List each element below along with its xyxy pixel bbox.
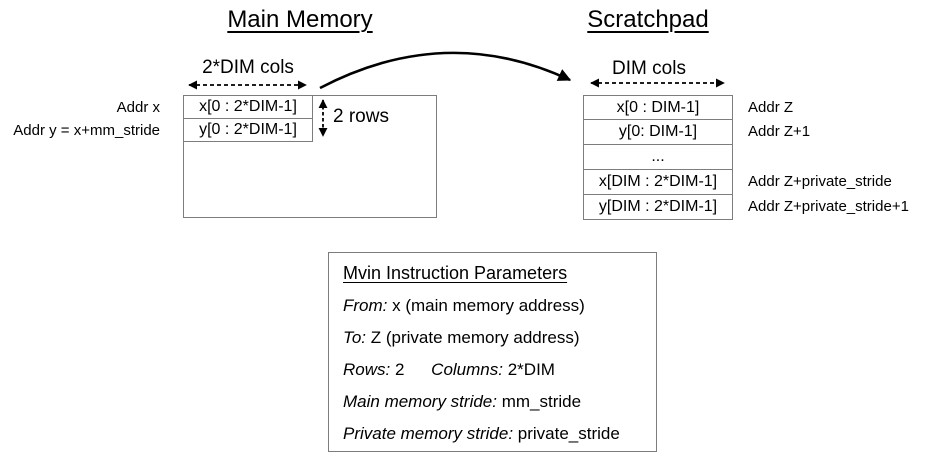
transfer-arrow xyxy=(319,51,572,90)
addr-label-z-stride: Addr Z+private_stride xyxy=(748,173,892,190)
param-value-rows: 2 xyxy=(394,360,405,379)
scratchpad-title: Scratchpad xyxy=(587,6,709,33)
mvin-params-title: Mvin Instruction Parameters xyxy=(343,263,568,283)
param-line-from: From: x (main memory address) xyxy=(343,296,642,316)
addr-label-x: Addr x xyxy=(116,99,160,116)
param-line-mm-stride: Main memory stride: mm_stride xyxy=(343,392,642,412)
param-value-mm-stride: mm_stride xyxy=(501,392,582,411)
main-memory-title: Main Memory xyxy=(227,6,373,33)
sp-cols-label: DIM cols xyxy=(612,58,686,79)
main-memory-cells: x[0 : 2*DIM-1] y[0 : 2*DIM-1] xyxy=(183,95,313,142)
param-key-columns: Columns: xyxy=(431,360,503,379)
param-key-to: To: xyxy=(343,328,367,347)
param-key-private-stride: Private memory stride: xyxy=(343,424,514,443)
addr-label-z-stride1: Addr Z+private_stride+1 xyxy=(748,198,909,215)
param-key-mm-stride: Main memory stride: xyxy=(343,392,497,411)
scratchpad-row: x[DIM : 2*DIM-1] xyxy=(583,170,733,195)
scratchpad-table: x[0 : DIM-1] y[0: DIM-1] ... x[DIM : 2*D… xyxy=(583,95,733,220)
mm-rows-label: 2 rows xyxy=(333,106,389,127)
scratchpad-row: ... xyxy=(583,145,733,170)
scratchpad-row: y[0: DIM-1] xyxy=(583,120,733,145)
mm-cell-x: x[0 : 2*DIM-1] xyxy=(183,95,313,119)
addr-label-z1: Addr Z+1 xyxy=(748,123,811,140)
param-value-private-stride: private_stride xyxy=(517,424,620,443)
mm-cell-y: y[0 : 2*DIM-1] xyxy=(183,118,313,142)
param-line-private-stride: Private memory stride: private_stride xyxy=(343,424,642,444)
addr-label-y: Addr y = x+mm_stride xyxy=(13,122,160,139)
param-key-rows: Rows: xyxy=(343,360,391,379)
scratchpad-row: y[DIM : 2*DIM-1] xyxy=(583,195,733,220)
param-line-rows-cols: Rows: 2 Columns: 2*DIM xyxy=(343,360,642,380)
param-value-columns: 2*DIM xyxy=(507,360,555,379)
addr-label-z: Addr Z xyxy=(748,99,794,116)
scratchpad-row: x[0 : DIM-1] xyxy=(583,95,733,120)
param-value-to: Z (private memory address) xyxy=(370,328,580,347)
param-line-to: To: Z (private memory address) xyxy=(343,328,642,348)
param-key-from: From: xyxy=(343,296,388,315)
mvin-params-box: Mvin Instruction Parameters From: x (mai… xyxy=(328,252,657,452)
mm-cols-label: 2*DIM cols xyxy=(202,57,294,78)
param-value-from: x (main memory address) xyxy=(392,296,585,315)
